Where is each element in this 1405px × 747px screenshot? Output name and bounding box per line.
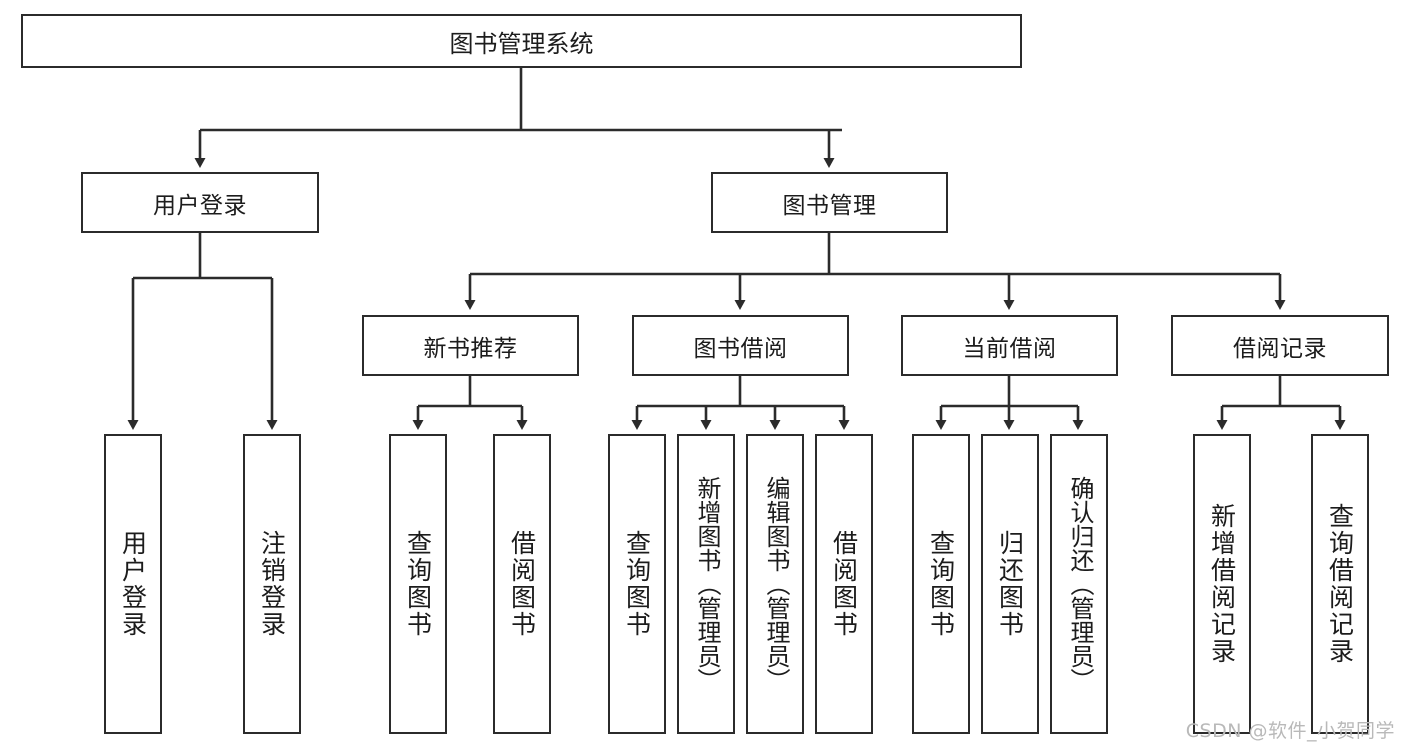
node-label: 图书管理: [782, 192, 877, 219]
node-leaf-confirm-return[interactable]: 确认归还（管理员）: [1050, 434, 1108, 734]
node-label: 新增图书（管理员）: [692, 476, 721, 692]
node-label: 图书管理系统: [449, 29, 594, 58]
node-current-borrow[interactable]: 当前借阅: [901, 315, 1118, 376]
node-leaf-query-record[interactable]: 查询借阅记录: [1311, 434, 1369, 734]
node-new-book-recommend[interactable]: 新书推荐: [362, 315, 579, 376]
node-label: 编辑图书（管理员）: [761, 476, 790, 692]
node-leaf-add-record[interactable]: 新增借阅记录: [1193, 434, 1251, 734]
node-book-borrow[interactable]: 图书借阅: [632, 315, 849, 376]
node-leaf-query-book-1[interactable]: 查询图书: [389, 434, 447, 734]
node-label: 查询图书: [926, 530, 956, 638]
node-leaf-add-book[interactable]: 新增图书（管理员）: [677, 434, 735, 734]
node-user-login[interactable]: 用户登录: [81, 172, 319, 233]
node-label: 用户登录: [153, 192, 247, 219]
node-label: 借阅图书: [829, 530, 859, 638]
node-leaf-query-book-2[interactable]: 查询图书: [608, 434, 666, 734]
node-leaf-borrow-book-1[interactable]: 借阅图书: [493, 434, 551, 734]
node-label: 借阅图书: [507, 530, 537, 638]
node-label: 图书借阅: [693, 335, 788, 362]
node-label: 用户登录: [118, 530, 148, 638]
node-leaf-borrow-book-2[interactable]: 借阅图书: [815, 434, 873, 734]
node-leaf-logout-login[interactable]: 注销登录: [243, 434, 301, 734]
node-label: 新增借阅记录: [1207, 503, 1237, 665]
node-label: 注销登录: [257, 530, 287, 638]
node-leaf-return-book[interactable]: 归还图书: [981, 434, 1039, 734]
node-label: 当前借阅: [962, 335, 1057, 362]
node-label: 借阅记录: [1233, 335, 1327, 362]
node-leaf-edit-book[interactable]: 编辑图书（管理员）: [746, 434, 804, 734]
node-book-management[interactable]: 图书管理: [711, 172, 948, 233]
node-borrow-record[interactable]: 借阅记录: [1171, 315, 1389, 376]
node-leaf-query-book-3[interactable]: 查询图书: [912, 434, 970, 734]
node-label: 查询借阅记录: [1325, 503, 1355, 665]
node-label: 确认归还（管理员）: [1065, 476, 1094, 692]
node-label: 归还图书: [995, 530, 1025, 638]
node-label: 新书推荐: [423, 335, 518, 362]
node-leaf-user-login[interactable]: 用户登录: [104, 434, 162, 734]
node-root-book-management-system[interactable]: 图书管理系统: [21, 14, 1022, 68]
node-label: 查询图书: [403, 530, 433, 638]
node-label: 查询图书: [622, 530, 652, 638]
